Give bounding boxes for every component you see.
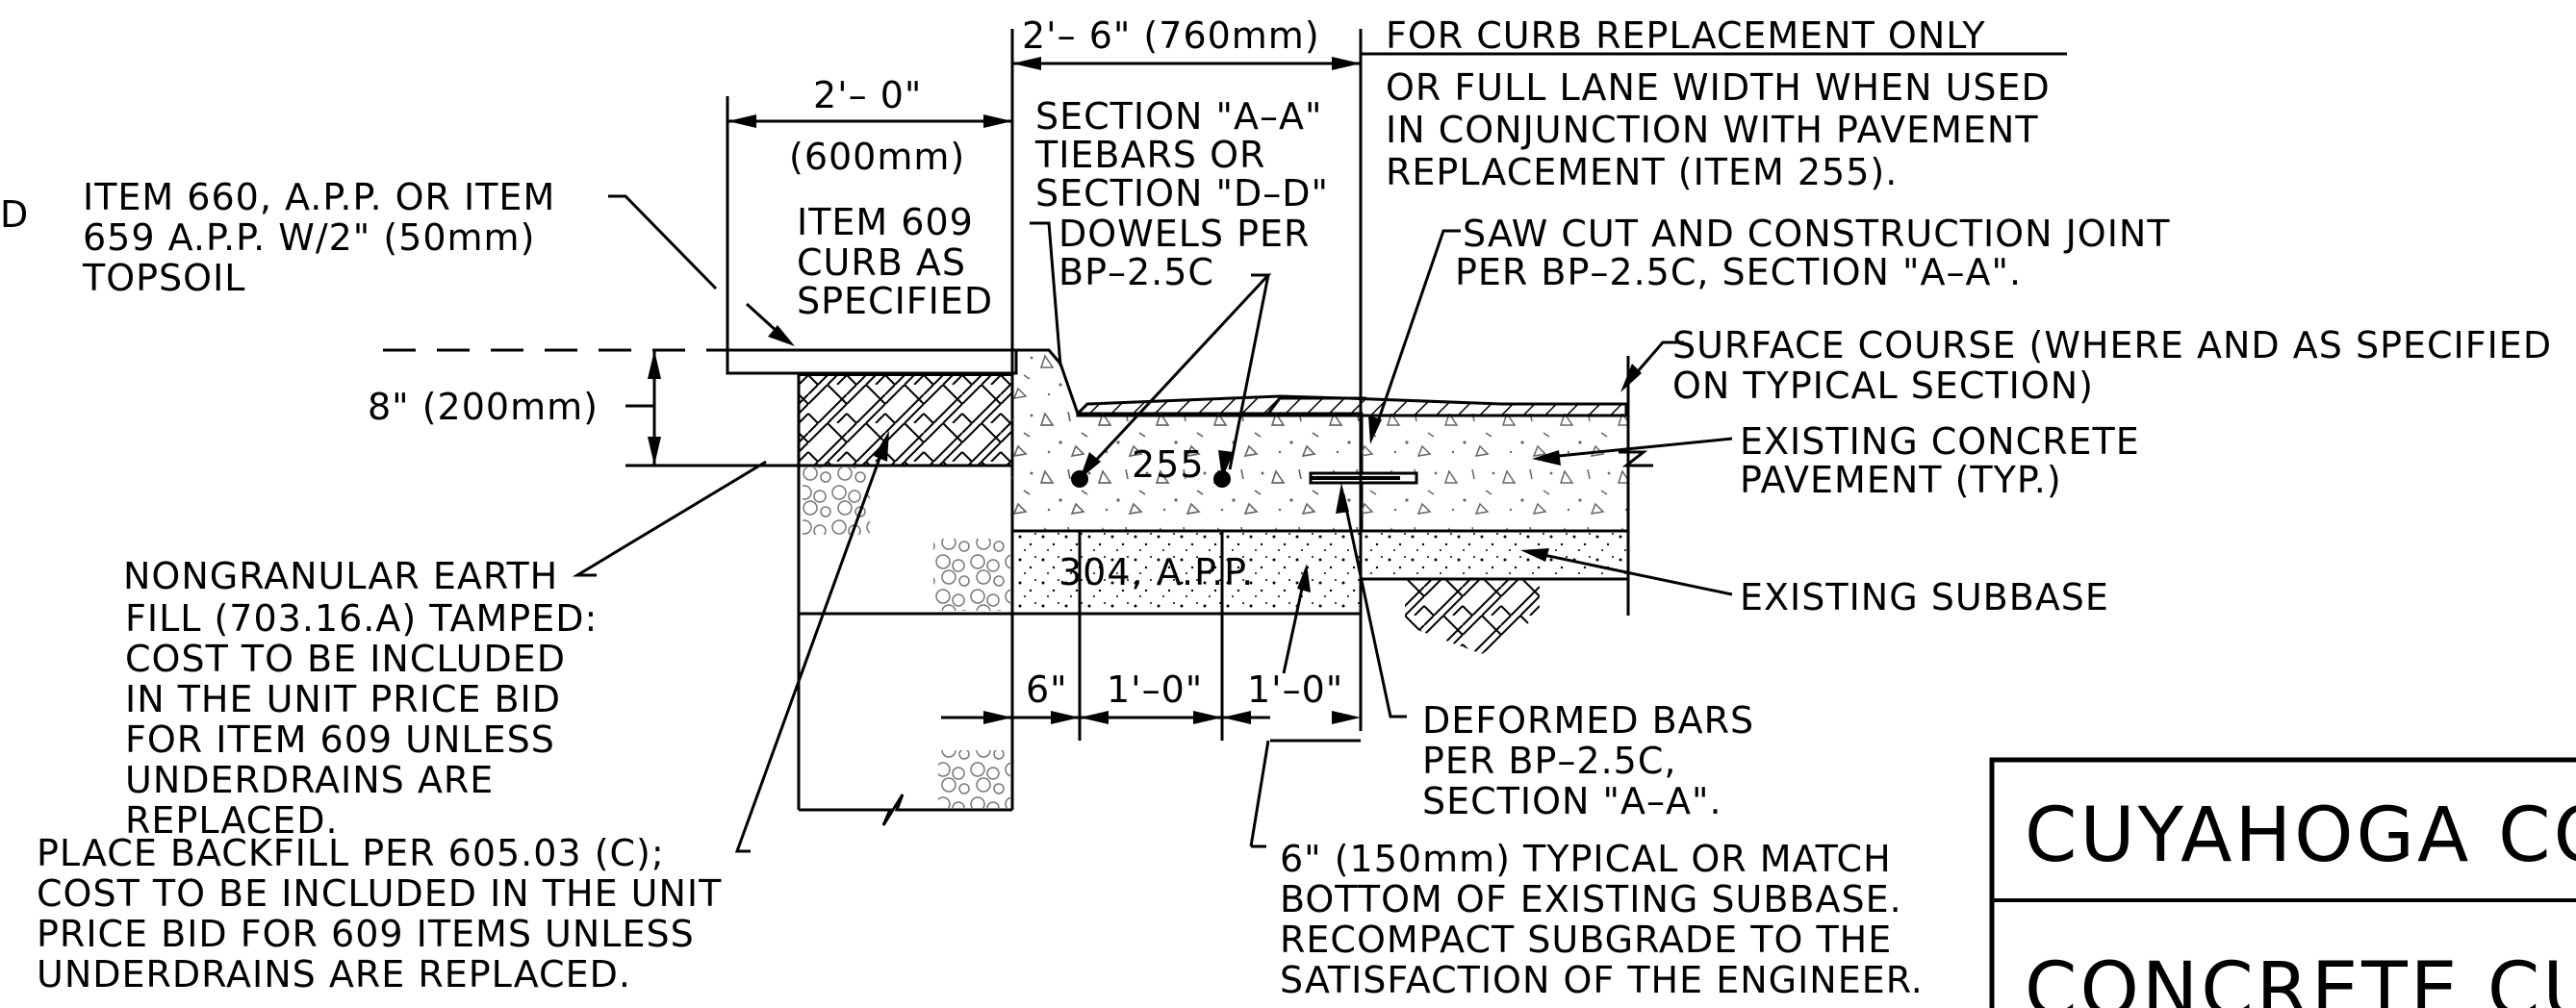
svg-text:PAVEMENT (TYP.): PAVEMENT (TYP.)	[1740, 459, 2062, 501]
dim-bottom-1ft-b: 1'–0"	[1247, 668, 1343, 711]
svg-text:SURFACE COURSE (WHERE AND AS S: SURFACE COURSE (WHERE AND AS SPECIFIED	[1672, 324, 2552, 366]
svg-text:CURB AS: CURB AS	[797, 241, 966, 284]
nongranular-fill-hatch	[798, 374, 1013, 466]
svg-text:EXISTING CONCRETE: EXISTING CONCRETE	[1740, 420, 2140, 463]
dim-depth: 8" (200mm)	[368, 386, 599, 428]
label-item-255: 255	[1132, 443, 1205, 486]
label-dowels: DOWELS PER BP–2.5C	[1058, 213, 1310, 293]
edge-letter: D	[0, 193, 29, 236]
label-section-aa: SECTION "A–A" TIEBARS OR SECTION "D–D"	[1034, 95, 1329, 214]
label-item-304: 304, A.P.P.	[1058, 551, 1254, 593]
dim-replacement-width: 2'– 6" (760mm)	[1022, 14, 1320, 57]
svg-text:FOR ITEM 609 UNLESS: FOR ITEM 609 UNLESS	[125, 718, 555, 761]
svg-text:SAW CUT AND CONSTRUCTION JOINT: SAW CUT AND CONSTRUCTION JOINT	[1463, 213, 2171, 255]
svg-text:COST TO BE INCLUDED IN THE UNI: COST TO BE INCLUDED IN THE UNIT	[37, 872, 722, 915]
svg-text:ITEM 660, A.P.P. OR ITEM: ITEM 660, A.P.P. OR ITEM	[83, 176, 555, 218]
svg-text:DEFORMED BARS: DEFORMED BARS	[1422, 699, 1754, 742]
svg-text:659 A.P.P. W/2" (50mm): 659 A.P.P. W/2" (50mm)	[83, 216, 535, 259]
label-full-lane: OR FULL LANE WIDTH WHEN USED IN CONJUNCT…	[1386, 66, 2051, 193]
svg-text:IN CONJUNCTION WITH PAVEMENT: IN CONJUNCTION WITH PAVEMENT	[1386, 109, 2039, 151]
subbase-item-304	[1010, 529, 1363, 616]
topsoil-layer	[726, 348, 1018, 375]
svg-text:UNDERDRAINS ARE: UNDERDRAINS ARE	[125, 759, 494, 801]
dim-curb-width: 2'– 0"	[813, 74, 922, 116]
title-block-county: CUYAHOGA CO	[2025, 793, 2576, 879]
title-block: CUYAHOGA CO CONCRETE CU	[1989, 757, 2576, 1008]
label-saw-cut: SAW CUT AND CONSTRUCTION JOINT PER BP–2.…	[1455, 213, 2171, 293]
svg-text:RECOMPACT SUBGRADE TO THE: RECOMPACT SUBGRADE TO THE	[1280, 919, 1892, 961]
title-block-drawing-title: CONCRETE CU	[2025, 947, 2576, 1008]
existing-subgrade-hatch	[1405, 579, 1540, 654]
title-block-frame	[1989, 757, 2576, 1008]
dim-curb-width-mm: (600mm)	[789, 136, 965, 178]
svg-text:COST TO BE INCLUDED: COST TO BE INCLUDED	[125, 638, 566, 680]
svg-text:TOPSOIL: TOPSOIL	[82, 257, 245, 299]
svg-text:REPLACEMENT (ITEM 255).: REPLACEMENT (ITEM 255).	[1386, 151, 1898, 193]
svg-text:SPECIFIED: SPECIFIED	[797, 280, 993, 322]
svg-text:TIEBARS OR: TIEBARS OR	[1034, 134, 1265, 176]
svg-text:SECTION "A–A".: SECTION "A–A".	[1422, 780, 1722, 822]
svg-text:PER BP–2.5C, SECTION "A–A".: PER BP–2.5C, SECTION "A–A".	[1455, 251, 2022, 293]
label-nongranular: NONGRANULAR EARTH FILL (703.16.A) TAMPED…	[123, 555, 598, 842]
label-subbase-note: 6" (150mm) TYPICAL OR MATCH BOTTOM OF EX…	[1280, 838, 1924, 1001]
label-backfill: PLACE BACKFILL PER 605.03 (C); COST TO B…	[37, 832, 722, 995]
existing-subbase	[1361, 531, 1628, 579]
dim-bottom-1ft-a: 1'–0"	[1107, 668, 1203, 711]
svg-text:SECTION "A–A": SECTION "A–A"	[1035, 95, 1322, 138]
label-surface-course: SURFACE COURSE (WHERE AND AS SPECIFIED O…	[1672, 324, 2552, 407]
svg-text:OR FULL LANE WIDTH WHEN USED: OR FULL LANE WIDTH WHEN USED	[1386, 66, 2051, 109]
svg-text:NONGRANULAR EARTH: NONGRANULAR EARTH	[123, 555, 558, 597]
svg-text:PER BP–2.5C,: PER BP–2.5C,	[1422, 740, 1676, 782]
label-curb-replacement: FOR CURB REPLACEMENT ONLY	[1386, 14, 1986, 57]
svg-text:PRICE BID FOR 609 ITEMS UNLESS: PRICE BID FOR 609 ITEMS UNLESS	[37, 913, 695, 955]
svg-text:REPLACED.: REPLACED.	[125, 799, 339, 842]
svg-text:6" (150mm) TYPICAL OR MATCH: 6" (150mm) TYPICAL OR MATCH	[1280, 838, 1892, 880]
dimension-lines	[625, 52, 2067, 848]
gravel-backfill-patch	[803, 467, 870, 535]
gravel-backfill-patch	[938, 750, 1010, 808]
svg-text:ON TYPICAL SECTION): ON TYPICAL SECTION)	[1672, 365, 2094, 407]
label-existing-subbase: EXISTING SUBBASE	[1740, 576, 2109, 618]
label-item609: ITEM 609 CURB AS SPECIFIED	[797, 201, 993, 322]
svg-text:UNDERDRAINS ARE REPLACED.: UNDERDRAINS ARE REPLACED.	[37, 953, 631, 995]
dim-bottom-6in: 6"	[1026, 668, 1068, 711]
label-deformed-bars: DEFORMED BARS PER BP–2.5C, SECTION "A–A"…	[1422, 699, 1754, 822]
svg-text:IN THE UNIT PRICE BID: IN THE UNIT PRICE BID	[125, 678, 561, 720]
svg-text:SECTION "D–D": SECTION "D–D"	[1035, 172, 1329, 214]
label-existing-concrete: EXISTING CONCRETE PAVEMENT (TYP.)	[1740, 420, 2140, 501]
svg-text:ITEM 609: ITEM 609	[797, 201, 974, 243]
svg-text:BOTTOM OF EXISTING SUBBASE.: BOTTOM OF EXISTING SUBBASE.	[1280, 878, 1902, 920]
leader-lines	[572, 194, 1733, 853]
svg-text:SATISFACTION OF THE ENGINEER.: SATISFACTION OF THE ENGINEER.	[1280, 959, 1924, 1001]
gravel-backfill-patch	[933, 539, 1010, 611]
svg-text:DOWELS PER: DOWELS PER	[1058, 213, 1310, 255]
svg-text:FILL (703.16.A) TAMPED:: FILL (703.16.A) TAMPED:	[125, 597, 598, 640]
svg-text:BP–2.5C: BP–2.5C	[1058, 251, 1214, 293]
svg-text:PLACE BACKFILL PER 605.03 (C);: PLACE BACKFILL PER 605.03 (C);	[37, 832, 665, 874]
label-item660: ITEM 660, A.P.P. OR ITEM 659 A.P.P. W/2"…	[82, 176, 555, 299]
cross-section-structure	[383, 29, 1653, 826]
